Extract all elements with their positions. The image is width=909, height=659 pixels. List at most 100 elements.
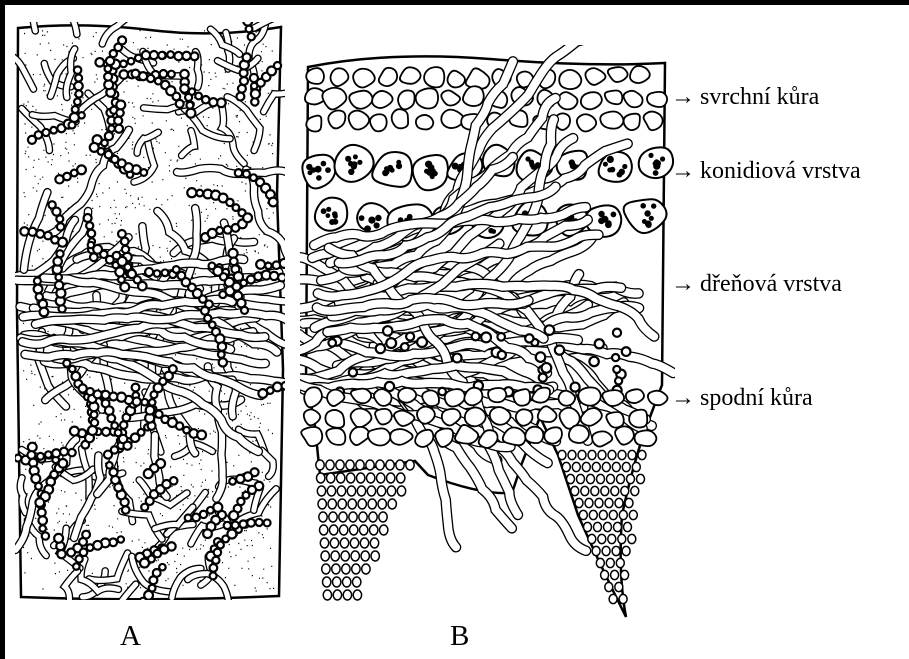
panel-b-conidium-dot — [332, 219, 338, 225]
panel-a-algal-chain — [40, 308, 49, 317]
panel-b-medulla-bead — [539, 373, 547, 381]
panel-a-algal-chain — [210, 564, 218, 572]
panel-b-rhizine-tip-cell — [618, 450, 626, 459]
panel-b-conidium-dot — [611, 212, 617, 218]
panel-b-illustration — [300, 45, 675, 625]
panel-b-rhizine-cell — [318, 499, 326, 509]
panel-b-rhizine-tip-cell — [577, 474, 585, 483]
panel-a-algal-chain — [191, 52, 199, 60]
panel-a-algal-chain — [147, 75, 154, 82]
panel-b-rhizine-tip-cell — [592, 462, 600, 471]
panel-b-rhizine-cell — [342, 564, 350, 574]
panel-b-conidium-dot — [605, 221, 612, 228]
panel-b-conidium-dot — [321, 208, 327, 214]
panel-a-algal-chain — [122, 246, 129, 253]
panel-b-upper-cortex-cell — [328, 110, 345, 128]
panel-b-upper-cortex-cell — [306, 116, 321, 132]
panel-b-lower-cortex-cell — [375, 409, 392, 425]
panel-b-rhizine-cell — [337, 473, 345, 483]
layer-label-conidial-layer: →konidiová vrstva — [671, 159, 861, 183]
panel-b-rhizine-tip-cell — [611, 570, 619, 579]
panel-a-algal-chain — [170, 477, 177, 484]
panel-b-rhizine-tip-cell — [611, 486, 619, 495]
panel-b-conidium-dot — [648, 153, 653, 158]
panel-a-algal-chain — [186, 102, 193, 109]
panel-a-algal-chain — [123, 442, 131, 450]
panel-a-algal-chain — [140, 559, 149, 568]
panel-b-rhizine-cell — [317, 486, 325, 496]
panel-a-algal-chain — [149, 399, 155, 405]
panel-a-algal-chain — [187, 188, 196, 197]
panel-b-rhizine-cell — [358, 499, 366, 509]
panel-b-medulla-bead — [615, 377, 622, 384]
panel-a-algal-chain — [128, 58, 135, 65]
panel-a-algal-chain — [180, 70, 188, 78]
panel-b-medulla-bead — [498, 351, 506, 359]
panel-b-conidium-dot — [649, 216, 654, 221]
panel-b-rhizine-tip-cell — [625, 498, 633, 507]
panel-b-rhizine-tip-cell — [614, 522, 622, 531]
panel-b-conidium-dot — [430, 168, 436, 174]
panel-b-rhizine-tip-cell — [598, 534, 606, 543]
panel-a-algal-chain — [219, 358, 227, 366]
panel-a-algal-chain — [54, 534, 63, 543]
panel-b-rhizine-tip-cell — [568, 450, 576, 459]
panel-a-algal-chain — [37, 453, 44, 460]
panel-b-rhizine-tip-cell — [622, 546, 630, 555]
panel-a-algal-chain — [195, 93, 202, 100]
panel-b-medulla-bead — [406, 332, 414, 340]
panel-b-rhizine-cell — [347, 473, 355, 483]
frame-top-border — [0, 0, 909, 5]
panel-b-rhizine-cell — [386, 460, 394, 470]
panel-b-rhizine-tip-cell — [597, 474, 605, 483]
panel-b-rhizine-cell — [366, 460, 374, 470]
panel-a-algal-chain — [132, 384, 140, 392]
panel-b-conidium-dot — [603, 162, 608, 167]
panel-b-rhizine-cell — [328, 499, 336, 509]
panel-b-rhizine-cell — [371, 551, 379, 561]
panel-a-algal-chain — [232, 522, 239, 529]
panel-b-rhizine-tip-cell — [605, 582, 613, 591]
panel-a-algal-chain — [158, 52, 165, 59]
panel-b-lower-cortex-cell — [516, 409, 533, 425]
arrow-icon: → — [671, 385, 695, 411]
panel-b-rhizine-tip-cell — [618, 534, 626, 543]
panel-b-rhizine-cell — [326, 460, 334, 470]
panel-b-rhizine-cell — [340, 538, 348, 548]
panel-a-algal-chain — [60, 448, 68, 456]
panel-a-algal-chain — [88, 230, 96, 238]
panel-a-algal-chain — [274, 62, 281, 69]
panel-b-rhizine-cell — [330, 538, 338, 548]
panel-a-algal-chain — [240, 520, 247, 527]
panel-b-rhizine-cell — [350, 525, 358, 535]
panel-a-algal-chain — [39, 525, 45, 531]
panel-a-algal-chain — [42, 129, 49, 136]
panel-b-medulla-bead — [622, 347, 631, 356]
panel-b-upper-cortex-cell — [416, 88, 438, 108]
panel-b-rhizine-cell — [369, 512, 377, 522]
panel-b-rhizine-tip-cell — [598, 450, 606, 459]
panel-b-lower-cortex-cell — [629, 410, 647, 428]
panel-b-rhizine-cell — [387, 486, 395, 496]
panel-a-algal-chain — [118, 230, 126, 238]
panel-b-upper-cortex-cell — [349, 91, 372, 109]
panel-b-rhizine-tip-cell — [595, 498, 603, 507]
panel-b-rhizine-cell — [323, 577, 331, 587]
panel-b-rhizine-tip-cell — [609, 594, 617, 603]
panel-b-rhizine-tip-cell — [599, 510, 607, 519]
panel-b-rhizine-tip-cell — [621, 486, 629, 495]
panel-a-algal-chain — [256, 519, 263, 526]
panel-a-algal-chain — [269, 198, 278, 207]
panel-b-rhizine-tip-cell — [571, 486, 579, 495]
panel-b-rhizine-tip-cell — [601, 570, 609, 579]
panel-b-upper-cortex-cell — [559, 70, 581, 89]
panel-a-algal-chain — [265, 263, 271, 269]
panel-a-algal-chain — [142, 51, 150, 59]
panel-b-upper-cortex-cell — [600, 111, 623, 128]
panel-a-algal-chain — [139, 72, 147, 80]
layer-label-text: spodní kůra — [700, 385, 813, 411]
panel-a-algal-chain — [243, 22, 252, 26]
panel-b-upper-cortex-cell — [392, 109, 408, 128]
panel-a-algal-chain — [243, 53, 251, 61]
panel-b-rhizine-cell — [376, 460, 384, 470]
